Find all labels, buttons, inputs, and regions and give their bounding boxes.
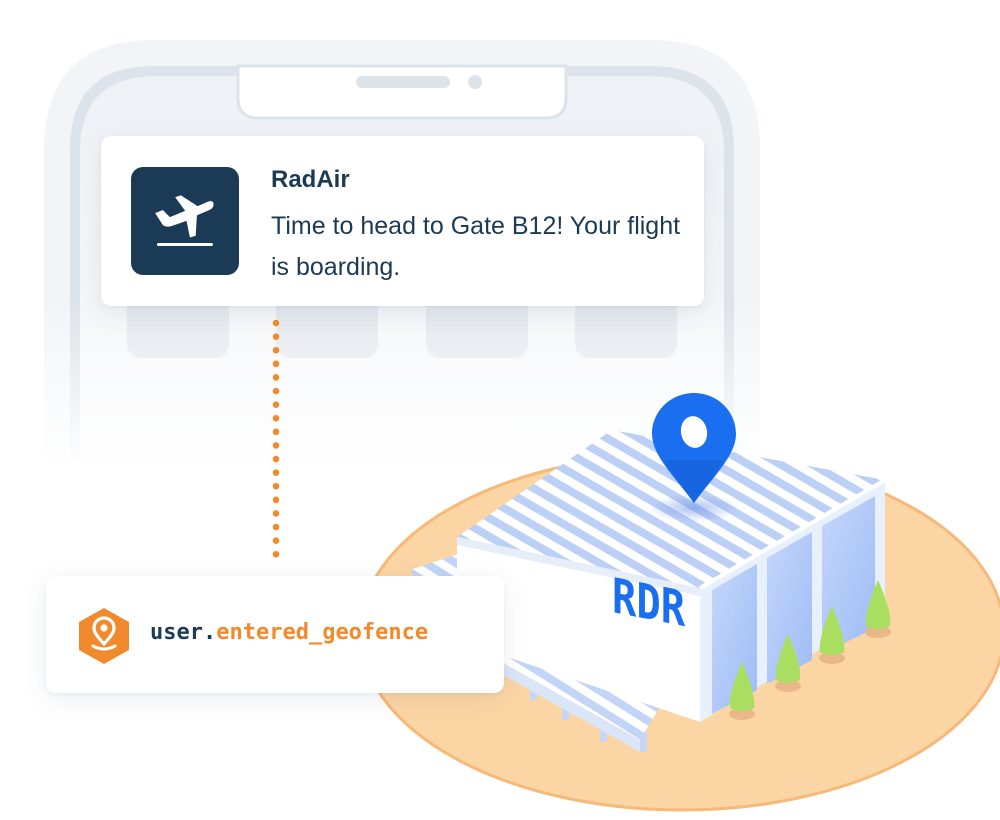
- tree: [775, 634, 801, 692]
- trees: [729, 580, 891, 720]
- event-action: entered_geofence: [216, 620, 429, 645]
- airplane-icon: [155, 195, 214, 246]
- push-notification[interactable]: RadAir Time to head to Gate B12! Your fl…: [101, 136, 704, 306]
- event-object: user: [150, 620, 203, 645]
- notification-app-name: RadAir: [271, 166, 350, 193]
- event-card[interactable]: user.entered_geofence: [46, 576, 504, 693]
- pin-shadow: [648, 494, 740, 522]
- notification-message: Time to head to Gate B12! Your flight is…: [271, 212, 681, 281]
- location-pin-icon: [79, 608, 129, 664]
- phone-notch: [238, 66, 566, 118]
- event-separator: .: [202, 620, 217, 645]
- phone-camera: [468, 75, 482, 89]
- tree: [729, 662, 755, 720]
- app-icon: [131, 167, 239, 275]
- phone-speaker: [356, 76, 450, 88]
- tree: [819, 606, 845, 664]
- tree: [865, 580, 891, 638]
- map-pin-icon: [652, 393, 736, 503]
- event-name: user.entered_geofence: [150, 620, 428, 645]
